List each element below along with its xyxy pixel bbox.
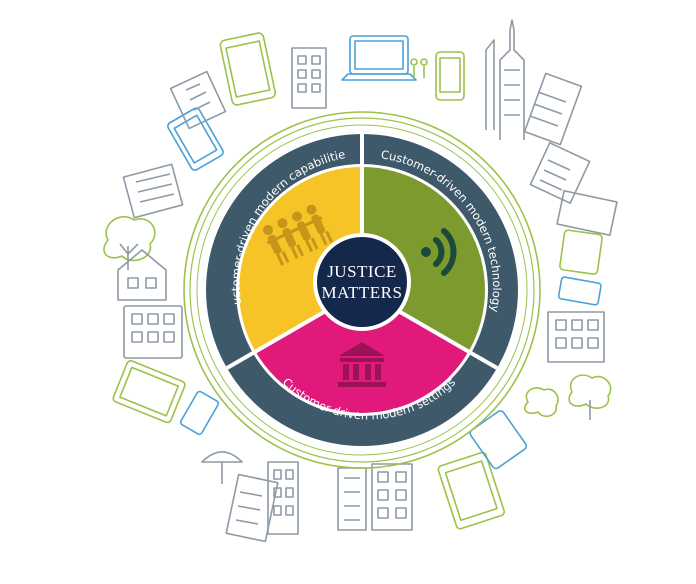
center-title-line1: JUSTICE (327, 262, 397, 281)
building-icon (169, 70, 227, 130)
courthouse-icon (338, 342, 386, 387)
phone-icon (179, 390, 220, 436)
building-icon (291, 47, 327, 109)
laptop-icon (341, 35, 417, 81)
tablet-icon (469, 410, 528, 470)
building-icon (337, 467, 367, 531)
building-icon (529, 142, 591, 204)
center-title-line2: MATTERS (322, 283, 403, 302)
tablet-icon (559, 229, 603, 275)
building-icon (225, 473, 279, 543)
center-circle (313, 233, 411, 331)
outer-ring-line (189, 117, 535, 463)
umbrella-icon (201, 451, 243, 484)
house-icon (117, 249, 167, 301)
tree-icon (523, 387, 559, 418)
skyscraper-icon (485, 19, 525, 140)
building-icon (556, 189, 618, 237)
tree-icon (103, 216, 156, 270)
phone-icon (435, 51, 465, 101)
outer-ring-line (183, 111, 541, 469)
building-icon (123, 305, 183, 359)
phone-icon (557, 276, 602, 306)
building-icon (267, 461, 299, 535)
person-icon (410, 58, 428, 78)
building-icon (523, 72, 583, 146)
people-chain-icon (263, 204, 334, 266)
wifi-signal-icon (421, 228, 457, 276)
tablet-icon (219, 32, 277, 106)
building-icon (547, 311, 605, 363)
building-icon (122, 163, 184, 219)
building-icon (371, 463, 413, 531)
outer-ring-line (196, 124, 528, 456)
tablet-icon (437, 451, 505, 530)
tablet-icon (112, 360, 186, 424)
city-illustration (103, 19, 618, 543)
tree-icon (568, 374, 612, 420)
